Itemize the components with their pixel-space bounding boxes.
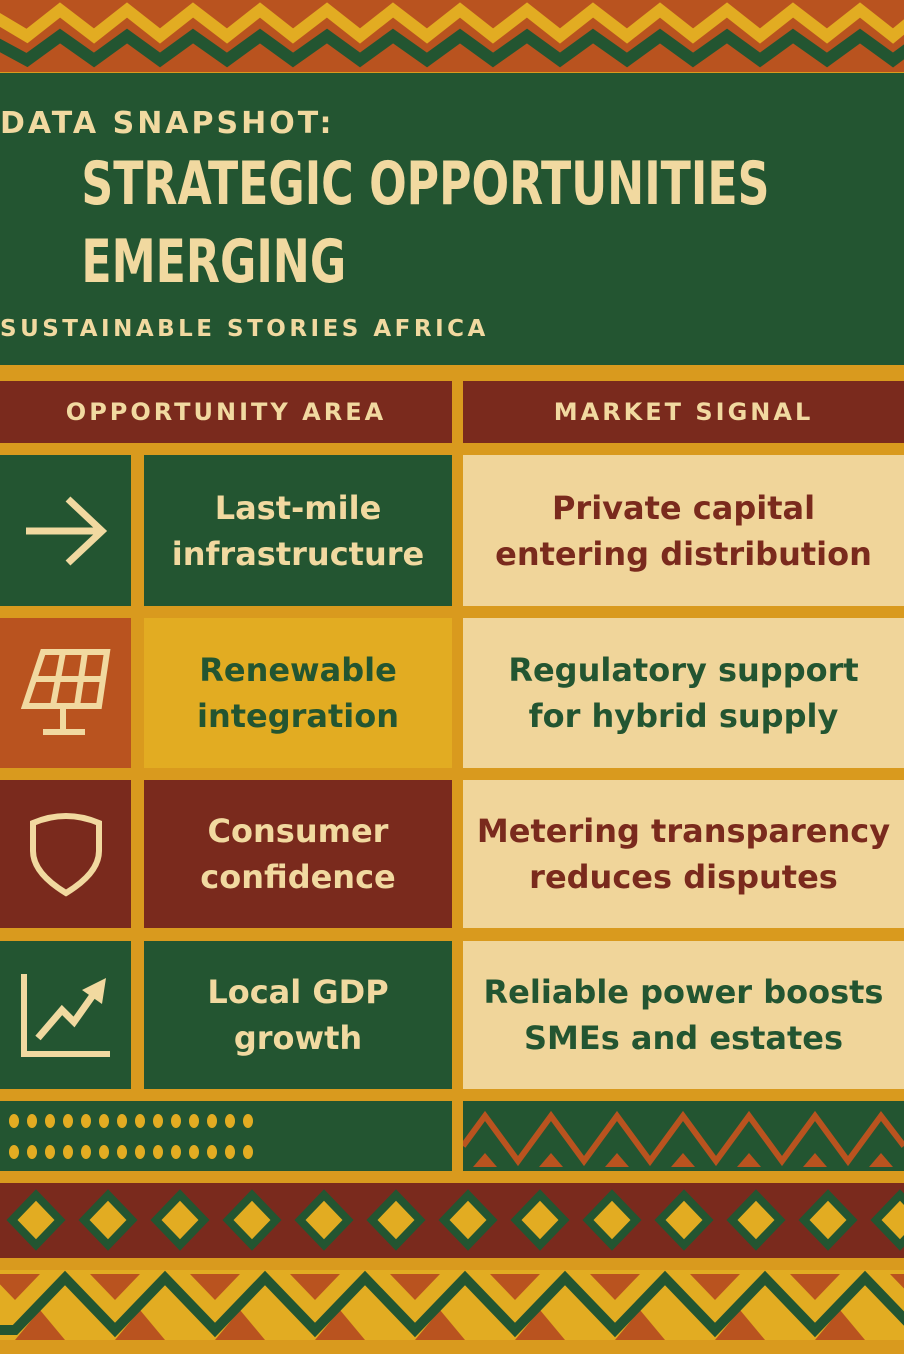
top-zigzag-border [0,0,904,72]
column-header-opportunity-area: OPPORTUNITY AREA [0,381,452,443]
header-subtitle: SUSTAINABLE STORIES AFRICA [0,316,489,342]
arrow-right-icon [24,493,108,569]
diamond-pattern-band [0,1183,904,1258]
row-4-icon-cell [0,941,131,1089]
dotted-pattern-panel [0,1101,452,1171]
column-header-market-signal: MARKET SIGNAL [463,381,904,443]
header-banner [0,73,904,365]
row-2-icon-cell [0,618,131,768]
row-3-icon-cell [0,780,131,928]
shield-icon [28,811,104,897]
growth-chart-icon [20,970,112,1060]
page-title-line1: STRATEGIC OPPORTUNITIES [81,149,770,219]
bottom-zigzag-border [0,1270,904,1340]
header-kicker: DATA SNAPSHOT: [0,106,335,141]
page-title-line2: EMERGING [81,227,347,297]
row-1-icon-cell [0,455,131,606]
zigzag-pattern-panel [460,1101,904,1171]
solar-panel-icon [20,648,111,738]
